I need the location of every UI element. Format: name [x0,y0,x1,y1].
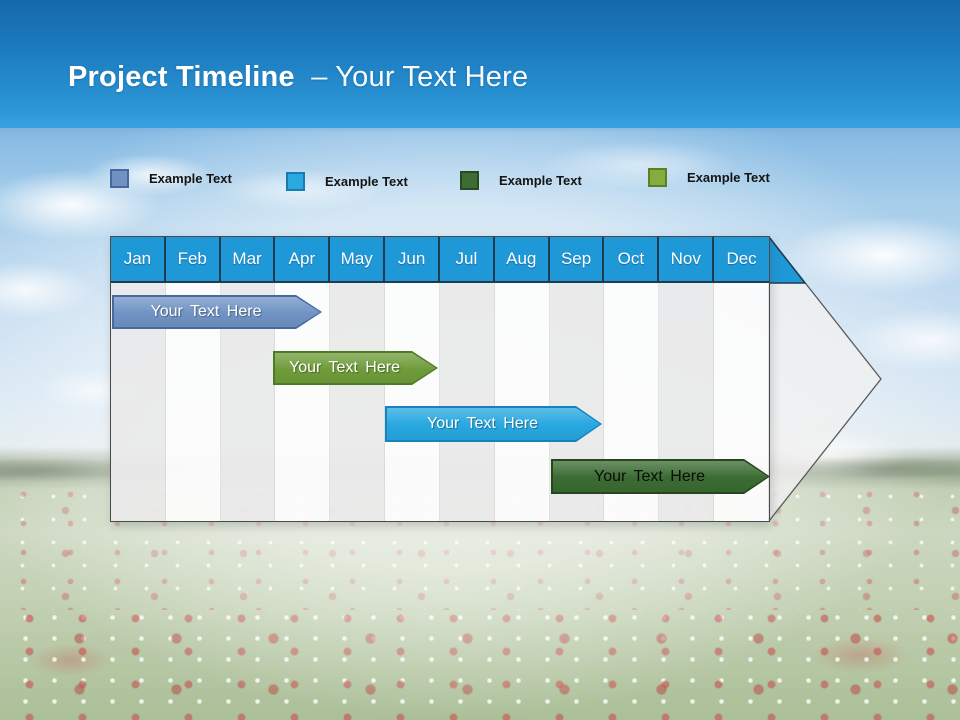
task-bar-label: Your Text Here [594,467,705,485]
month-cell-may[interactable]: May [330,237,386,281]
grid-column-jul [439,283,495,521]
timeline-grid: Your Text Here Your Text Here Your Text … [111,283,769,521]
legend-item-1[interactable]: Example Text [110,169,232,188]
slide-title-rest: – Your Text Here [311,61,529,93]
month-cell-nov[interactable]: Nov [659,237,715,281]
task-bar-fill [275,353,436,383]
month-cell-dec[interactable]: Dec [714,237,769,281]
task-bar-2[interactable]: Your Text Here [273,351,438,385]
task-bar-fill [553,461,768,492]
month-label: Oct [617,249,645,268]
task-bar-label: Your Text Here [289,359,400,376]
legend-label: Example Text [149,171,232,186]
task-bar-fill [114,297,320,327]
legend-swatch-olive-green [648,168,667,187]
legend-swatch-dark-green [460,171,479,190]
task-bar-fill [387,408,600,440]
month-label: Jul [455,249,478,268]
legend-item-2[interactable]: Example Text [286,172,408,191]
month-cell-mar[interactable]: Mar [220,237,276,281]
task-bar-3[interactable]: Your Text Here [385,406,602,442]
month-label: Mar [232,249,262,268]
grid-column-jun [385,283,440,521]
legend-item-4[interactable]: Example Text [648,168,770,187]
month-header-row: Jan Feb Mar Apr May Jun Jul Aug Sep Oct … [111,237,769,283]
month-label: Feb [177,249,207,268]
month-label: Apr [288,249,316,268]
slide-title[interactable]: Project Timeline – Your Text Here [68,61,528,94]
slide-title-bold: Project Timeline [68,61,295,93]
month-label: Sep [560,249,592,268]
month-label: Jan [123,249,152,268]
arrow-head-header-wedge [769,236,807,284]
month-cell-jul[interactable]: Jul [439,237,495,281]
task-bar-4[interactable]: Your Text Here [551,459,770,494]
month-label: Aug [506,249,537,268]
task-bar-1[interactable]: Your Text Here [112,295,322,329]
arrow-head-body [769,236,882,522]
title-band [0,0,960,128]
month-cell-apr[interactable]: Apr [275,237,331,281]
task-bar-label: Your Text Here [150,303,262,320]
task-bar-label: Your Text Here [427,415,538,432]
grid-column-aug [494,283,550,521]
month-cell-feb[interactable]: Feb [165,237,221,281]
legend-swatch-steel-blue [110,169,129,188]
legend-label: Example Text [325,174,408,189]
month-cell-oct[interactable]: Oct [604,237,660,281]
grid-column-may [330,283,386,521]
month-label: Jun [397,249,426,268]
month-label: May [340,249,373,268]
legend-swatch-bright-blue [286,172,305,191]
month-cell-aug[interactable]: Aug [494,237,550,281]
legend-item-3[interactable]: Example Text [460,171,582,190]
month-label: Dec [726,249,757,268]
month-cell-jun[interactable]: Jun [385,237,440,281]
legend-label: Example Text [687,170,770,185]
legend-label: Example Text [499,173,582,188]
month-cell-jan[interactable]: Jan [111,237,166,281]
timeline-table: Jan Feb Mar Apr May Jun Jul Aug Sep Oct … [110,236,770,522]
month-cell-sep[interactable]: Sep [549,237,605,281]
timeline-arrow-head [769,236,882,522]
month-label: Nov [670,249,701,268]
